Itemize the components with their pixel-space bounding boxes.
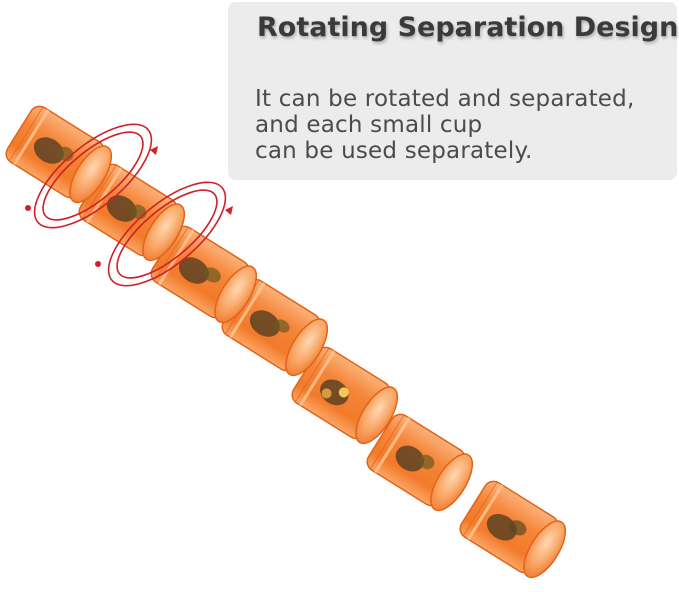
description-line-1: It can be rotated and separated, [255,86,635,112]
pill-cup-3 [150,225,258,324]
description-line-2: and each small cup [255,112,483,138]
pill-cup-1 [5,105,113,204]
description-line-3: can be used separately. [255,138,533,164]
pill-cup-5 [291,346,399,445]
pill-cup-2 [78,163,186,262]
pill-cup-7 [459,480,567,579]
feature-title: Rotating Separation Design [257,12,679,43]
rotation-arrows-icon [25,123,233,287]
feature-info-panel: Rotating Separation Design It can be rot… [228,2,679,180]
pill-cup-6 [366,413,474,512]
feature-description: It can be rotated and separated, and eac… [255,86,634,164]
